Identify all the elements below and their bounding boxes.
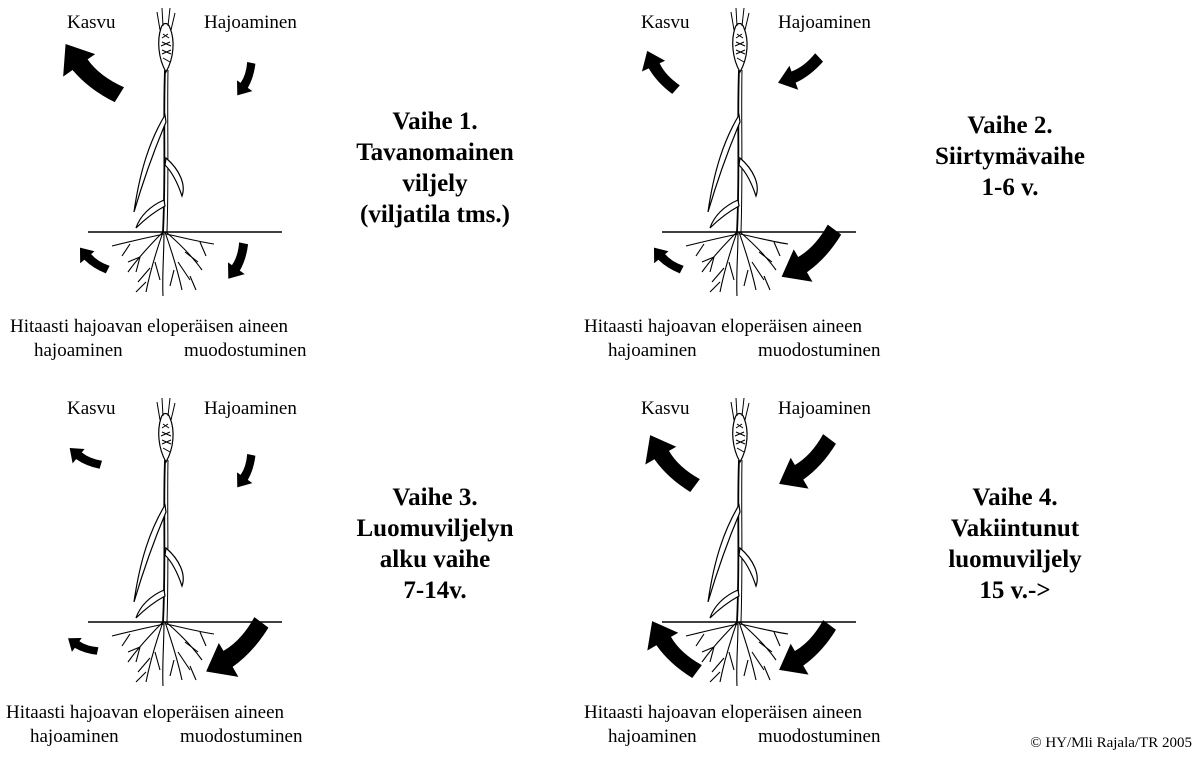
stage-title-line: Luomuviljelyn [330, 513, 540, 544]
copyright-notice: © HY/Mli Rajala/TR 2005 [1030, 735, 1192, 752]
stage-panel-1: Kasvu Hajoaminen Hitaasti hajoavan elope… [0, 0, 599, 378]
growth-label: Kasvu [641, 12, 690, 34]
stage-title-line: Vaihe 3. [330, 482, 540, 513]
decomposition-arrow [228, 451, 266, 493]
stage-title: Vaihe 3. Luomuviljelyn alku vaihe 7-14v. [330, 482, 540, 606]
soil-decomposition-arrow [72, 241, 111, 282]
soil-formation-label: muodostuminen [184, 340, 306, 362]
growth-label: Kasvu [67, 398, 116, 420]
stage-title-line: 1-6 v. [910, 172, 1110, 203]
stage-title: Vaihe 1. Tavanomainen viljely (viljatila… [330, 106, 540, 230]
stage-title: Vaihe 4. Vakiintunut luomuviljely 15 v.-… [910, 482, 1120, 606]
growth-arrow [635, 45, 682, 102]
growth-arrow [49, 31, 128, 118]
decomposition-label: Hajoaminen [778, 12, 871, 34]
decomposition-label: Hajoaminen [204, 12, 297, 34]
stage-title-line: 15 v.-> [910, 575, 1120, 606]
growth-arrow [634, 425, 703, 505]
stage-panel-4: Kasvu Hajoaminen Hitaasti hajoavan elope… [574, 390, 1173, 768]
stage-title-line: Tavanomainen [330, 137, 540, 168]
decomposition-arrow [773, 52, 829, 96]
decomposition-arrow [769, 431, 849, 500]
stage-title-line: Vaihe 4. [910, 482, 1120, 513]
soil-decomposition-label: hajoaminen [30, 726, 119, 748]
soil-decomposition-arrow [63, 630, 101, 664]
soil-label-line1: Hitaasti hajoavan eloperäisen aineen [584, 702, 862, 724]
stage-title-line: Vaihe 2. [910, 110, 1110, 141]
growth-arrow [63, 440, 104, 479]
soil-label-line1: Hitaasti hajoavan eloperäisen aineen [10, 316, 288, 338]
decomposition-label: Hajoaminen [778, 398, 871, 420]
stage-title-line: luomuviljely [910, 544, 1120, 575]
stage-title-line: Siirtymävaihe [910, 141, 1110, 172]
decomposition-arrow [228, 59, 266, 101]
stage-title-line: 7-14v. [330, 575, 540, 606]
stage-panel-2: Kasvu Hajoaminen Hitaasti hajoavan elope… [574, 0, 1173, 378]
soil-formation-arrow [218, 239, 259, 285]
growth-label: Kasvu [641, 398, 690, 420]
soil-formation-label: muodostuminen [758, 340, 880, 362]
soil-formation-arrow [769, 617, 849, 686]
soil-decomposition-label: hajoaminen [608, 340, 697, 362]
soil-formation-label: muodostuminen [758, 726, 880, 748]
plant-illustration [88, 8, 282, 296]
soil-decomposition-arrow [646, 241, 685, 282]
soil-decomposition-label: hajoaminen [34, 340, 123, 362]
stage-title-line: Vaihe 1. [330, 106, 540, 137]
soil-formation-label: muodostuminen [180, 726, 302, 748]
soil-label-line1: Hitaasti hajoavan eloperäisen aineen [6, 702, 284, 724]
stage-title-line: viljely [330, 168, 540, 199]
stage-title-line: (viljatila tms.) [330, 199, 540, 230]
growth-label: Kasvu [67, 12, 116, 34]
stage-title: Vaihe 2. Siirtymävaihe 1-6 v. [910, 110, 1110, 203]
soil-formation-arrow [195, 614, 283, 690]
decomposition-label: Hajoaminen [204, 398, 297, 420]
stage-panel-3: Kasvu Hajoaminen Hitaasti hajoavan elope… [0, 390, 599, 768]
soil-label-line1: Hitaasti hajoavan eloperäisen aineen [584, 316, 862, 338]
soil-decomposition-label: hajoaminen [608, 726, 697, 748]
stage-title-line: Vakiintunut [910, 513, 1120, 544]
stage-title-line: alku vaihe [330, 544, 540, 575]
